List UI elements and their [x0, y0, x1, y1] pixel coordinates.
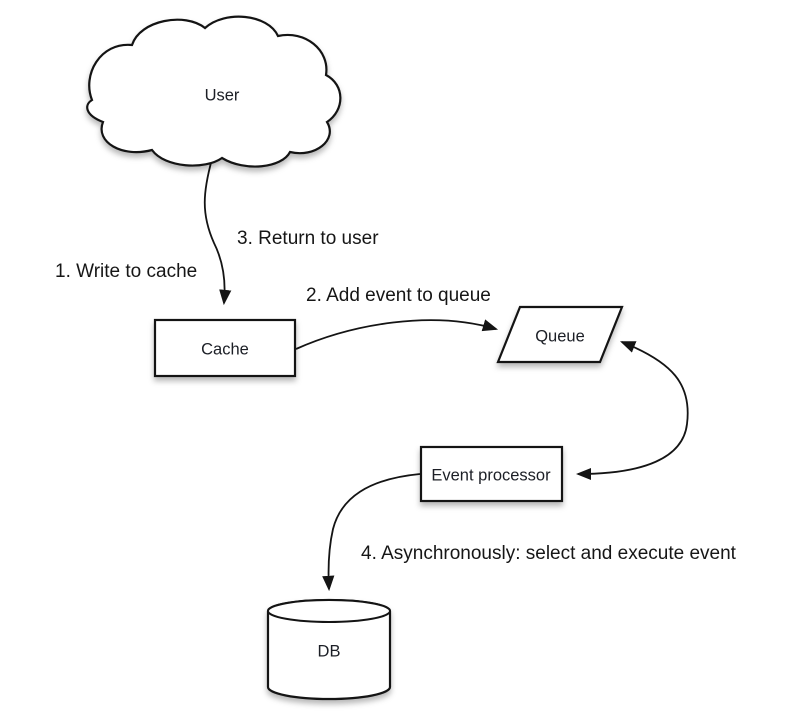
edge-label-add-event-to-queue: 2. Add event to queue: [306, 285, 491, 306]
node-queue: Queue: [496, 305, 624, 364]
node-db-label: DB: [318, 642, 341, 660]
edge-cache-to-queue: [295, 319, 499, 350]
node-user-label: User: [205, 86, 240, 104]
edge-label-return-to-user: 3. Return to user: [237, 228, 379, 249]
node-cache-label: Cache: [201, 340, 249, 358]
queue-parallelogram: [496, 305, 624, 364]
edge-user-to-cache: [203, 158, 232, 306]
event-processor-box: [419, 445, 564, 503]
node-event-processor: Event processor: [419, 445, 564, 503]
db-cylinder-top: [267, 599, 391, 623]
edge-eventprocessor-to-db: [322, 473, 421, 592]
node-queue-label: Queue: [535, 327, 585, 345]
edge-label-write-to-cache: 1. Write to cache: [55, 261, 197, 282]
edge-queue-eventprocessor-double: [575, 341, 689, 481]
node-user: User: [86, 15, 342, 168]
cloud-shape: [86, 15, 342, 168]
node-cache: Cache: [153, 318, 297, 378]
node-db: DB: [266, 598, 392, 701]
node-event-processor-label: Event processor: [431, 466, 551, 484]
cache-box: [153, 318, 297, 378]
edge-label-async-select-execute: 4. Asynchronously: select and execute ev…: [361, 543, 737, 564]
